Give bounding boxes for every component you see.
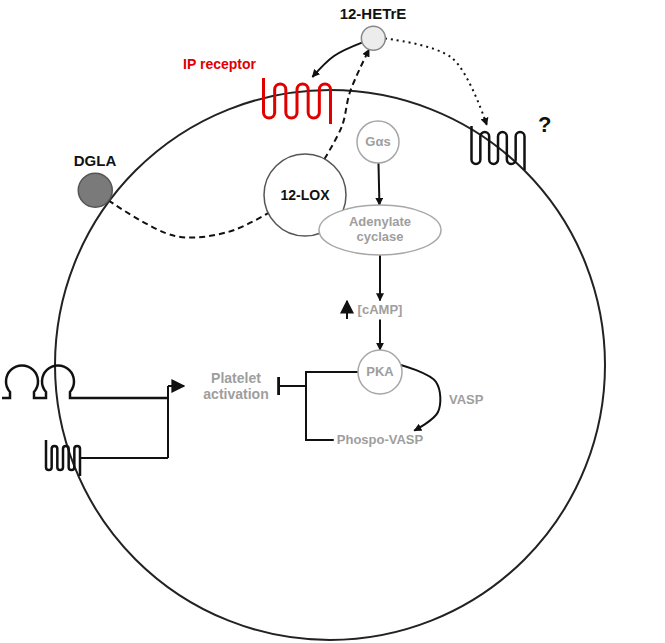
process-label: Platelet activation	[193, 368, 278, 404]
kinase-circle: PKA	[357, 349, 403, 395]
connector	[401, 365, 441, 431]
unknown-receptor: ?	[470, 126, 526, 170]
node-text: Gαs	[365, 135, 390, 150]
connector	[312, 43, 362, 77]
connector	[379, 255, 381, 301]
node-text: PKA	[366, 365, 393, 380]
fatty-acid-circle: DGLA	[72, 152, 119, 209]
g-protein-circle: Gαs	[356, 120, 400, 164]
circle-shape	[78, 173, 112, 207]
node-text: ?	[538, 112, 551, 137]
circle-shape	[358, 350, 402, 394]
circle-shape	[357, 121, 399, 163]
connector	[385, 39, 487, 125]
gpcr-symbol	[46, 440, 80, 476]
metabolite-circle: 12-HETrE	[338, 5, 409, 52]
adhesion-receptor-symbol	[2, 365, 168, 398]
edge-label: VASP	[447, 393, 485, 408]
node-text: Platelet activation	[203, 370, 268, 402]
molecule-label: [cAMP]	[355, 301, 406, 320]
molecule-label: Phospo-VASP	[334, 431, 426, 450]
cell-membrane	[55, 90, 605, 640]
bracket-line	[167, 386, 169, 458]
node-text: Adenylate cyclase	[349, 215, 411, 245]
node-text: [cAMP]	[358, 303, 403, 318]
node-text: 12-LOX	[280, 187, 329, 203]
increase-arrow	[346, 301, 348, 319]
unknown-receptor-shape	[470, 126, 526, 170]
node-text: DGLA	[74, 152, 117, 169]
ellipse-shape	[319, 205, 441, 255]
bracket-line	[80, 457, 168, 459]
connector	[279, 372, 358, 386]
gpcr-symbol	[46, 440, 80, 476]
node-text: Phospo-VASP	[337, 433, 423, 448]
ip-receptor: IP receptor	[262, 78, 332, 124]
receptor-symbol	[264, 78, 331, 124]
receptor-symbol	[472, 126, 525, 170]
ip-receptor-shape	[262, 78, 332, 124]
connector	[377, 163, 380, 205]
node-text: 12-HETrE	[340, 5, 407, 22]
circle-shape	[361, 26, 385, 50]
connector	[279, 386, 334, 440]
connector	[108, 200, 268, 237]
connector	[379, 319, 381, 350]
node-text: IP receptor	[183, 56, 256, 72]
enzyme-ellipse: Adenylate cyclase	[318, 204, 442, 256]
activation-arrow	[168, 385, 184, 387]
